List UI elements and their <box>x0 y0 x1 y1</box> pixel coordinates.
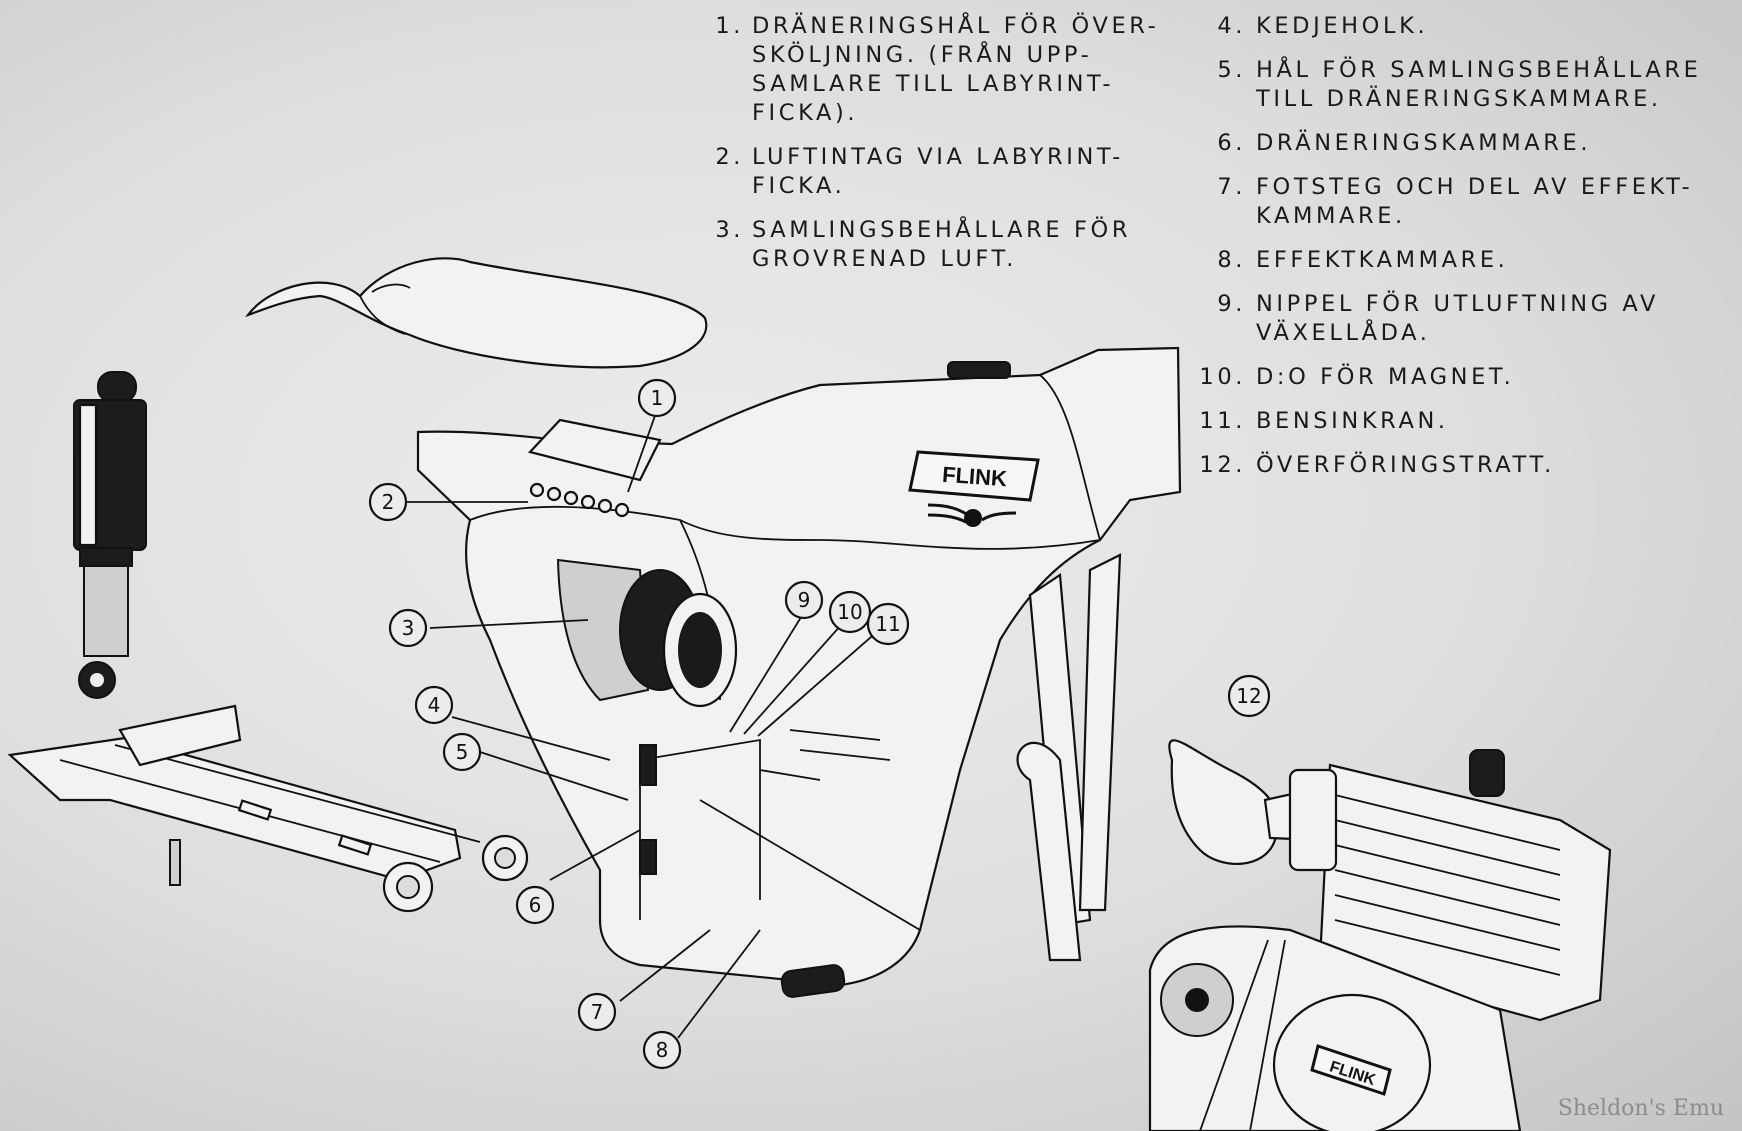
legend-text: LUFTINTAG VIA LABYRINT- FICKA. <box>752 144 1124 199</box>
callout-5: 5 <box>442 732 482 772</box>
svg-text:8: 8 <box>656 1038 669 1062</box>
engine: FLINK <box>1148 749 1612 1131</box>
legend-number: 1. <box>715 13 744 39</box>
svg-text:1: 1 <box>651 386 664 410</box>
legend-number: 5. <box>1217 57 1246 83</box>
callout-7: 7 <box>577 992 617 1032</box>
legend-number: 12. <box>1199 452 1246 478</box>
callout-3: 3 <box>388 608 428 648</box>
legend-number: 3. <box>715 217 744 243</box>
legend-text: NIPPEL FÖR UTLUFTNING AV VÄXELLÅDA. <box>1256 291 1659 346</box>
callout-2: 2 <box>368 482 408 522</box>
callout-11: 11 <box>866 602 910 646</box>
legend-number: 2. <box>715 144 744 170</box>
shock-absorber <box>73 371 147 699</box>
svg-text:10: 10 <box>837 600 862 624</box>
legend-text: DRÄNERINGSKAMMARE. <box>1256 130 1592 156</box>
svg-text:5: 5 <box>456 740 469 764</box>
legend-text: BENSINKRAN. <box>1256 408 1449 434</box>
intake-funnel <box>556 558 738 708</box>
legend-item-10: 10. D:O FÖR MAGNET. <box>1194 363 1739 392</box>
legend-text: DRÄNERINGSHÅL FÖR ÖVER- SKÖLJNING. (FRÅN… <box>752 13 1160 126</box>
legend-number: 4. <box>1217 13 1246 39</box>
svg-text:2: 2 <box>382 490 395 514</box>
svg-text:4: 4 <box>428 693 441 717</box>
callout-12: 12 <box>1227 674 1271 718</box>
legend-item-7: 7. FOTSTEG OCH DEL AV EFFEKT- KAMMARE. <box>1194 173 1739 231</box>
legend-text: EFFEKTKAMMARE. <box>1256 247 1509 273</box>
svg-text:12: 12 <box>1236 684 1261 708</box>
legend-text: KEDJEHOLK. <box>1256 13 1429 39</box>
legend-item-2: 2. LUFTINTAG VIA LABYRINT- FICKA. <box>700 143 1190 201</box>
legend-text: D:O FÖR MAGNET. <box>1256 364 1515 390</box>
frame-badge-text: FLINK <box>941 462 1007 491</box>
legend-item-3: 3. SAMLINGSBEHÅLLARE FÖR GROVRENAD LUFT. <box>700 216 1190 274</box>
footrest <box>780 964 846 998</box>
frame-badge: FLINK <box>908 450 1040 527</box>
legend-text: HÅL FÖR SAMLINGSBEHÅLLARE TILL DRÄNERING… <box>1256 57 1702 112</box>
legend-number: 6. <box>1217 130 1246 156</box>
legend-item-11: 11. BENSINKRAN. <box>1194 407 1739 436</box>
legend-number: 7. <box>1217 174 1246 200</box>
watermark-credit: Sheldon's Emu <box>1557 1096 1724 1121</box>
svg-text:3: 3 <box>402 616 415 640</box>
legend-number: 11. <box>1199 408 1246 434</box>
legend-item-4: 4. KEDJEHOLK. <box>1194 12 1739 41</box>
legend-text: SAMLINGSBEHÅLLARE FÖR GROVRENAD LUFT. <box>752 217 1132 272</box>
callout-8: 8 <box>642 1030 682 1070</box>
svg-text:9: 9 <box>798 588 811 612</box>
legend-number: 8. <box>1217 247 1246 273</box>
frame-body <box>416 346 1182 987</box>
legend-text: FOTSTEG OCH DEL AV EFFEKT- KAMMARE. <box>1256 174 1694 229</box>
callout-4: 4 <box>414 685 454 725</box>
legend-number: 10. <box>1199 364 1246 390</box>
svg-text:11: 11 <box>875 612 900 636</box>
callout-1: 1 <box>637 378 677 418</box>
legend-item-6: 6. DRÄNERINGSKAMMARE. <box>1194 129 1739 158</box>
legend-left: 1. DRÄNERINGSHÅL FÖR ÖVER- SKÖLJNING. (FR… <box>700 12 1190 289</box>
legend-item-12: 12. ÖVERFÖRINGSTRATT. <box>1194 451 1739 480</box>
svg-text:6: 6 <box>529 893 542 917</box>
legend-item-8: 8. EFFEKTKAMMARE. <box>1194 246 1739 275</box>
legend-right: 4. KEDJEHOLK. 5. HÅL FÖR SAMLINGSBEHÅLLARE… <box>1194 12 1739 495</box>
legend-item-9: 9. NIPPEL FÖR UTLUFTNING AV VÄXELLÅDA. <box>1194 290 1739 348</box>
legend-number: 9. <box>1217 291 1246 317</box>
svg-text:7: 7 <box>591 1000 604 1024</box>
seat <box>244 257 708 369</box>
swing-arm <box>7 704 529 913</box>
callout-10: 10 <box>828 590 872 634</box>
leader-lines <box>406 409 1286 1131</box>
callout-9: 9 <box>784 580 824 620</box>
legend-text: ÖVERFÖRINGSTRATT. <box>1256 452 1555 478</box>
legend-item-1: 1. DRÄNERINGSHÅL FÖR ÖVER- SKÖLJNING. (FR… <box>700 12 1190 128</box>
callout-6: 6 <box>515 885 555 925</box>
legend-item-5: 5. HÅL FÖR SAMLINGSBEHÅLLARE TILL DRÄNERI… <box>1194 56 1739 114</box>
